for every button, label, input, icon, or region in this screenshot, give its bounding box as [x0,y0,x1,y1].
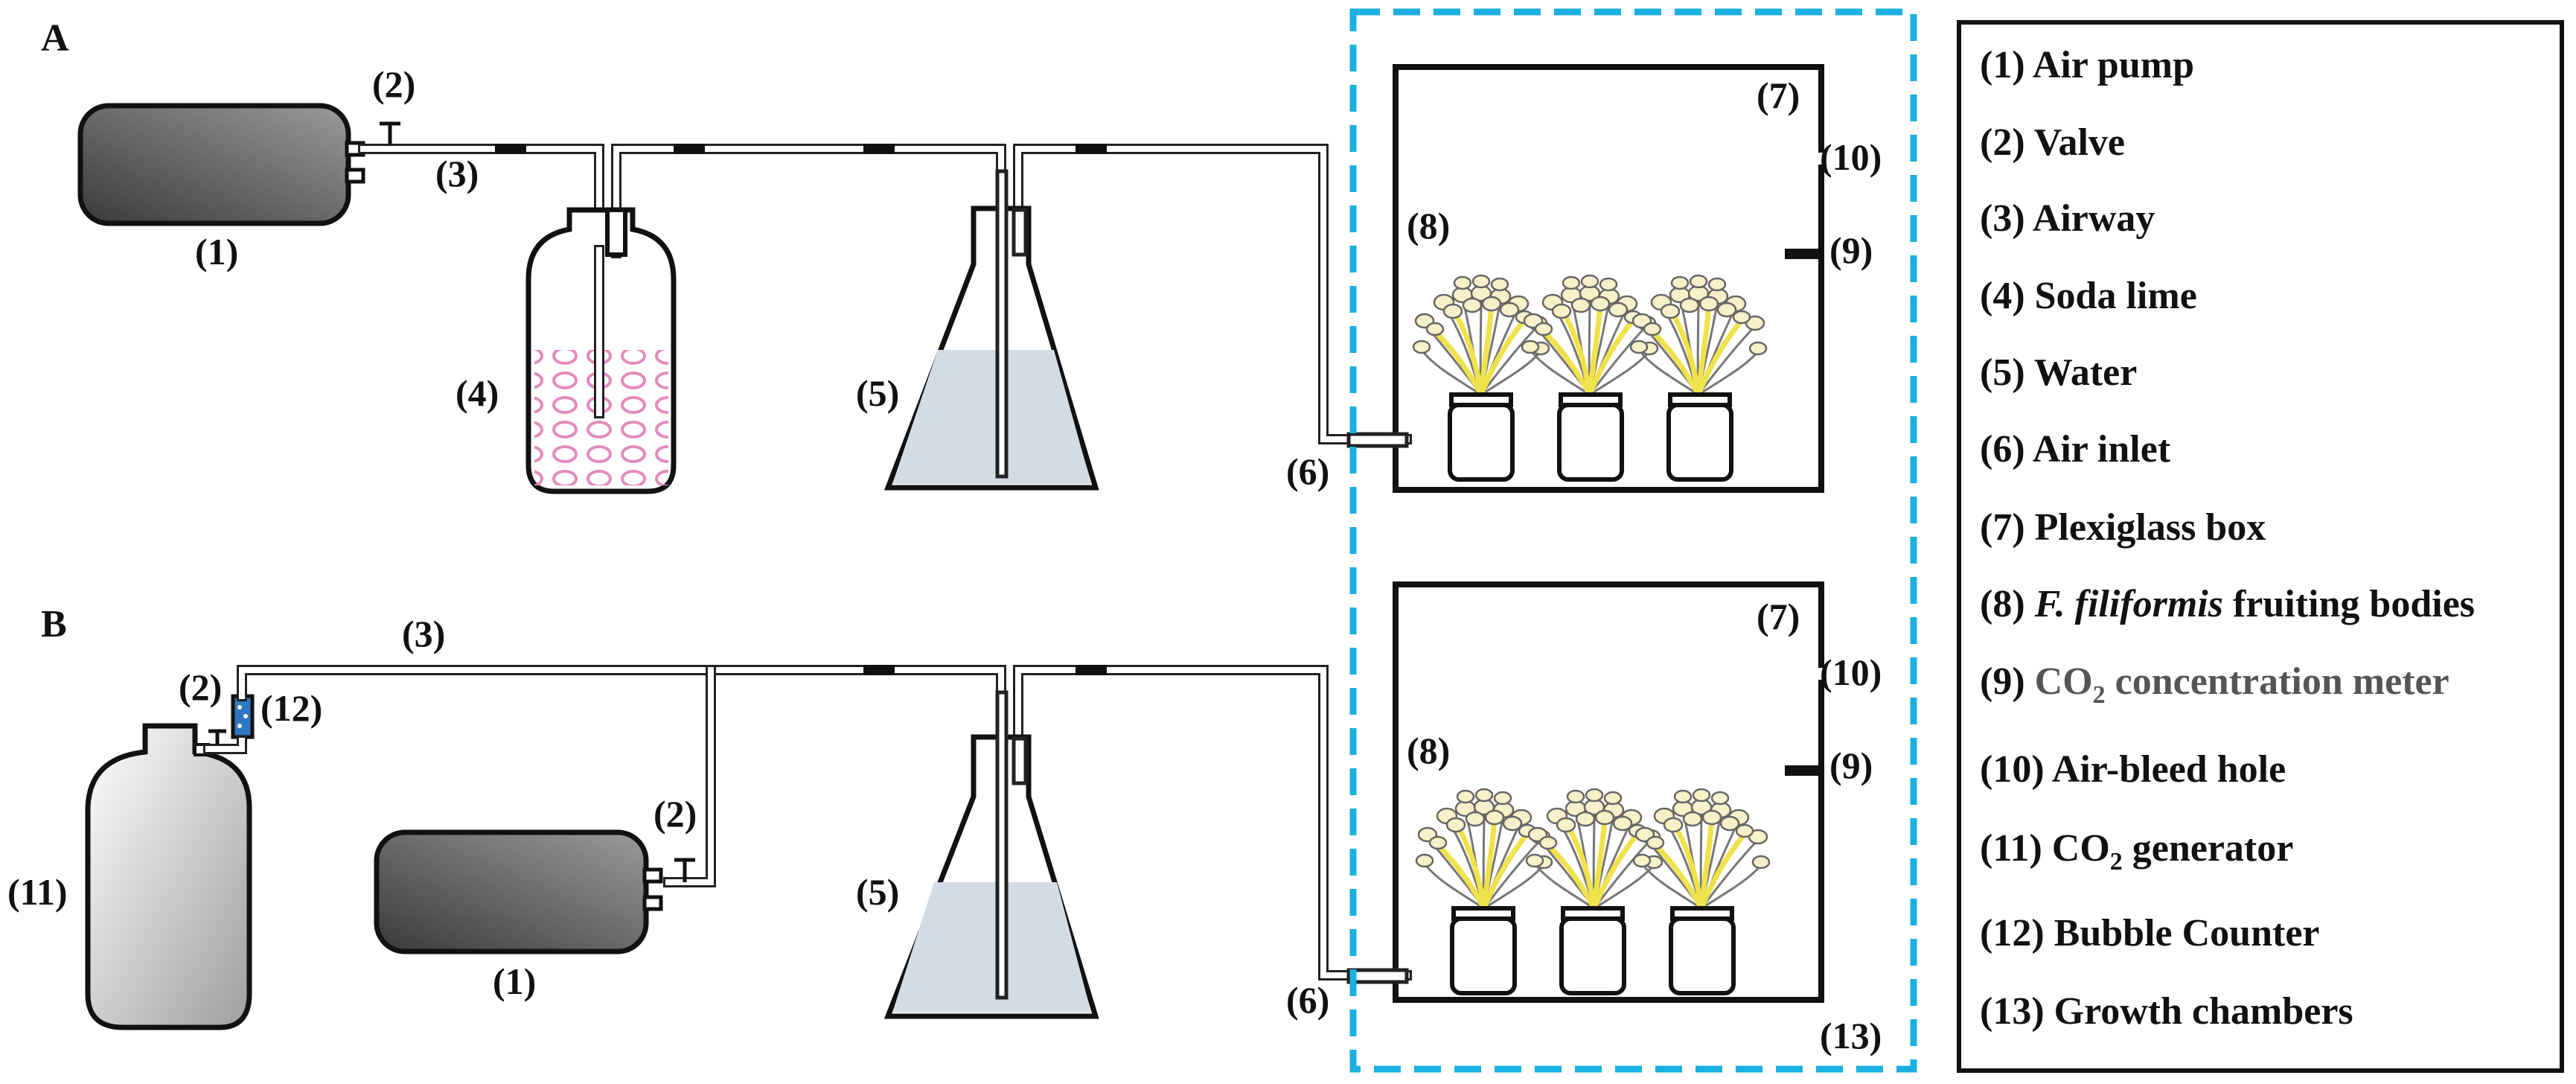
legend: (1) Air pump (2) Valve (3) Airway (4) So… [1980,44,2475,1033]
soda-lime-bottle [525,207,677,494]
label-a-box: (7) [1757,74,1800,116]
label-a-sodalime: (4) [456,372,499,414]
co2-meter-b [1785,765,1824,776]
label-b-fruit: (8) [1407,730,1450,771]
label-b-bleed: (10) [1820,651,1882,693]
label-a-water: (5) [856,372,899,414]
label-a-inlet: (6) [1286,450,1329,492]
growth-chamber-b [1346,581,1826,1003]
valve-icon-a [380,121,400,147]
panel-label-b: B [41,603,67,645]
water-flask-b [883,690,1099,1019]
legend-item: (9) CO2 concentration meter [1980,660,2449,709]
diagram-labels: (2) (3) (1) (4) (5) (6) (7) (10) (8) (9)… [7,63,1882,1056]
legend-item: (11) CO2 generator [1980,827,2293,876]
label-b-airway: (3) [402,613,445,654]
legend-item: (5) Water [1980,351,2137,394]
water-flask-a [883,169,1099,491]
legend-box [1957,20,2564,1073]
growth-chambers-outline [1349,8,1917,1073]
legend-item: (13) Growth chambers [1980,990,2353,1033]
co2-generator [85,723,252,1030]
legend-item: (4) Soda lime [1980,275,2197,317]
label-a-pump: (1) [195,231,238,272]
label-b-valve1: (2) [179,666,222,708]
airway-tubing-a [358,144,1412,482]
label-a-fruit: (8) [1407,205,1450,246]
legend-item: (10) Air-bleed hole [1980,748,2286,791]
label-b-generator: (11) [7,871,68,913]
legend-item: (6) Air inlet [1980,428,2171,471]
air-bleed-hole-a [1817,153,1826,165]
air-bleed-hole-b [1817,668,1826,680]
label-a-bleed: (10) [1820,136,1882,178]
air-pump-b [374,829,663,954]
label-b-box: (7) [1757,596,1800,637]
label-b-pump: (1) [493,960,536,1002]
panel-label-a: A [41,17,69,60]
growth-chamber-a [1346,64,1826,493]
label-a-airway: (3) [435,153,479,194]
label-b-meter: (9) [1829,745,1873,786]
label-b-water: (5) [856,871,899,913]
label-b-inlet: (6) [1286,979,1329,1021]
label-a-meter: (9) [1829,229,1873,271]
bubble-counter [231,694,255,739]
legend-item: (3) Airway [1980,197,2155,240]
legend-item: (8) F. filiformis fruiting bodies [1980,583,2475,625]
legend-item: (1) Air pump [1980,44,2194,86]
legend-item: (12) Bubble Counter [1980,912,2319,954]
label-b-counter: (12) [261,687,322,729]
valve-icon-b-pump [674,858,695,882]
label-b-chambers: (13) [1820,1015,1882,1056]
panel-a-apparatus [77,64,1826,494]
label-a-valve: (2) [372,63,415,105]
air-pump-a [77,103,365,226]
panel-b-apparatus [85,581,1826,1030]
label-b-valve2: (2) [653,793,697,835]
legend-item: (2) Valve [1980,121,2125,164]
legend-item: (7) Plexiglass box [1980,506,2266,549]
co2-meter-a [1785,249,1824,259]
